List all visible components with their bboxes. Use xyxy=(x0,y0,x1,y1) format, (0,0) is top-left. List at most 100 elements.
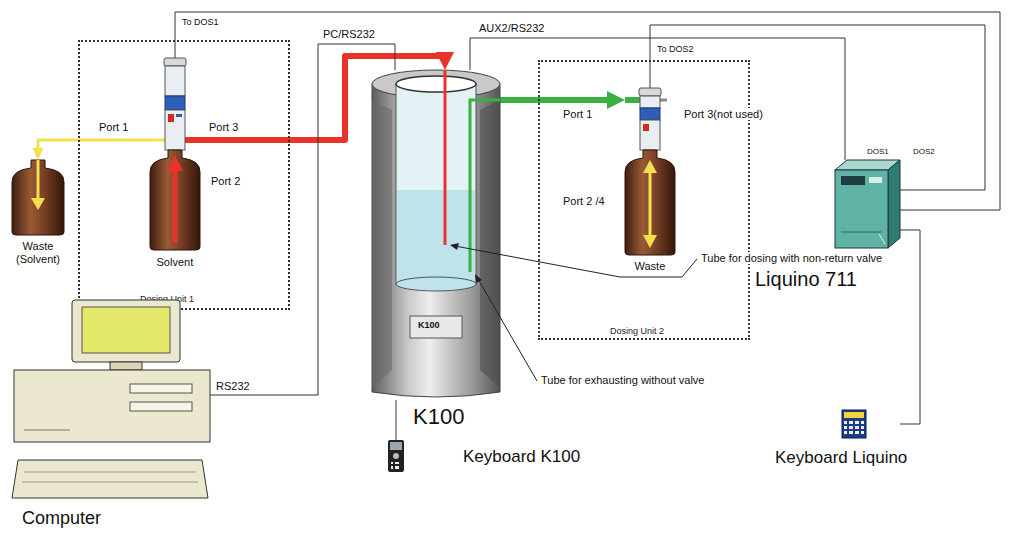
drawing-part xyxy=(388,440,404,472)
solvent-bottle: Solvent xyxy=(150,58,200,250)
connector xyxy=(470,38,845,160)
drawing-part xyxy=(660,99,667,102)
connector-line xyxy=(500,97,608,103)
drawing-part xyxy=(835,170,888,248)
part-label: Port 2 xyxy=(210,175,241,188)
arrow-head xyxy=(436,52,454,70)
drawing-part xyxy=(625,97,640,103)
tensiometer: K100K100 xyxy=(372,70,500,400)
leader-head xyxy=(450,243,459,250)
drawing-part xyxy=(643,235,657,248)
drawing-part xyxy=(176,114,182,117)
drawing-part xyxy=(396,84,476,284)
waste-bottle: Waste xyxy=(625,88,675,255)
connector xyxy=(396,400,397,440)
drawing-part xyxy=(844,420,864,436)
drawing-part xyxy=(24,430,70,431)
node-label: Waste xyxy=(635,260,666,273)
waste-bottle: Waste (Solvent) xyxy=(12,160,64,235)
part-label: Port 3 xyxy=(208,121,239,134)
drawing-part xyxy=(173,168,178,243)
drawing-part xyxy=(410,316,462,338)
drawing-part xyxy=(130,384,192,393)
connector xyxy=(33,140,151,160)
node-label: Solvent xyxy=(157,256,194,269)
drawing-part xyxy=(444,70,447,245)
part-label: Tube for dosing with non-return valve xyxy=(700,252,883,265)
waste-bottle-drawing xyxy=(625,88,675,255)
part-label: RS232 xyxy=(215,380,251,393)
leader-line xyxy=(455,246,697,277)
node-label: Keyboard Liquino xyxy=(775,448,907,468)
keyboard-remote: Keyboard K100 xyxy=(388,440,404,472)
drawing-part xyxy=(640,96,660,108)
computer: Computer xyxy=(10,300,210,505)
drawing-part xyxy=(14,370,210,442)
drawing-part xyxy=(185,137,200,143)
drawing-part xyxy=(625,150,675,255)
solvent-bottle-drawing xyxy=(150,58,200,250)
drawing-part xyxy=(12,160,64,235)
drawing-part xyxy=(372,84,500,397)
drawing-part xyxy=(643,124,649,131)
arrow-head xyxy=(33,148,44,160)
connector-line xyxy=(210,44,395,395)
node-label: Keyboard K100 xyxy=(463,447,580,467)
drawing-part xyxy=(372,100,392,388)
drawing-part xyxy=(869,177,882,183)
drawing-part xyxy=(649,170,652,238)
drawing-part xyxy=(640,120,660,150)
connector-line xyxy=(38,140,150,149)
drawing-part xyxy=(390,442,402,450)
dosimat-drawing xyxy=(835,160,900,248)
drawing-part xyxy=(12,460,208,498)
wire-label: AUX2/RS232 xyxy=(478,22,545,35)
wire-label: PC/RS232 xyxy=(322,28,376,41)
dosing-unit-box: Dosing Unit 1 Solvent xyxy=(78,40,290,310)
drawing-part xyxy=(168,114,174,122)
connector xyxy=(175,12,1000,210)
connector xyxy=(500,91,625,109)
arrow-head xyxy=(607,91,625,109)
drawing-part xyxy=(842,410,866,438)
connector-line xyxy=(175,12,1000,210)
drawing-part xyxy=(841,232,882,233)
keyboard-keypad: Keyboard Liquino xyxy=(842,410,866,438)
leader-head xyxy=(475,274,482,283)
connector-line xyxy=(470,38,845,160)
part-label: DOS1 xyxy=(866,147,890,156)
connector-line xyxy=(396,400,397,440)
drawing-part xyxy=(31,198,45,210)
keypad-drawing xyxy=(842,410,866,438)
drawing-part xyxy=(110,362,142,370)
leader-line xyxy=(478,279,537,381)
drawing-part xyxy=(164,58,186,66)
drawing-part xyxy=(150,139,165,142)
drawing-part xyxy=(396,76,476,92)
node-label: Dosing Unit 2 xyxy=(610,326,664,336)
tensiometer-drawing xyxy=(372,70,500,400)
drawing-part xyxy=(150,150,200,250)
drawing-part xyxy=(393,453,399,459)
part-label: Port 2 /4 xyxy=(562,195,606,208)
connector-line xyxy=(866,230,920,424)
bottle-drawing xyxy=(12,160,64,235)
drawing-part xyxy=(879,234,885,244)
remote-keyboard-drawing xyxy=(388,440,404,472)
drawing-part xyxy=(167,155,183,171)
drawing-part xyxy=(165,110,185,150)
drawing-part xyxy=(841,176,865,185)
computer-drawing xyxy=(10,300,210,505)
part-label: DOS2 xyxy=(912,147,936,156)
drawing-part xyxy=(72,300,180,362)
node-label: Liquino 711 xyxy=(755,268,857,291)
drawing-part xyxy=(643,160,657,173)
drawing-part xyxy=(888,160,900,248)
connector xyxy=(210,44,395,395)
drawing-part xyxy=(37,160,40,200)
dosing-unit-box: Dosing Unit 2 Waste xyxy=(538,60,750,340)
node-label: K100 xyxy=(413,404,464,429)
drawing-part xyxy=(397,190,475,283)
drawing-part xyxy=(24,472,196,473)
